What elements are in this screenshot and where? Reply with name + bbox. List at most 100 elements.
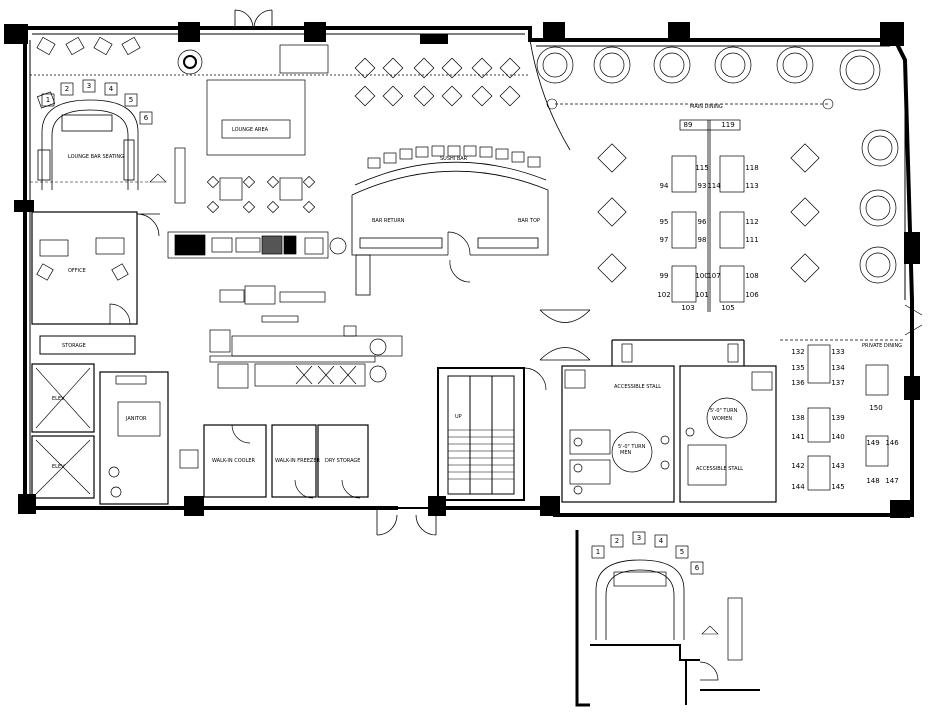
svg-text:4: 4 (109, 85, 114, 93)
svg-text:147: 147 (885, 477, 898, 485)
svg-text:2: 2 (65, 85, 69, 93)
svg-text:111: 111 (745, 236, 758, 244)
svg-text:93: 93 (698, 182, 707, 190)
lounge-chairs (36, 36, 203, 109)
structural-columns (4, 22, 920, 518)
svg-text:106: 106 (745, 291, 759, 299)
storage-label: STORAGE (62, 343, 86, 349)
accessible-stall-2: ACCESSIBLE STALL (696, 466, 743, 472)
lounge-bar-stools: 1 2 3 4 5 6 (41, 79, 153, 125)
svg-text:135: 135 (791, 364, 804, 372)
entry-door-bottom (376, 507, 437, 536)
svg-text:5: 5 (680, 548, 684, 556)
dry-storage-label: DRY STORAGE (325, 458, 360, 464)
detail-bar-stools: 1 2 3 4 5 6 (591, 531, 704, 575)
svg-text:1: 1 (596, 548, 600, 556)
detail-lounge-bar (575, 530, 760, 707)
svg-text:134: 134 (831, 364, 845, 372)
bar-dim-2: BAR TOP (518, 218, 540, 224)
svg-text:97: 97 (660, 236, 669, 244)
lounge-bar-label: LOUNGE BAR SEATING (68, 154, 124, 160)
svg-text:150: 150 (869, 404, 882, 412)
svg-text:99: 99 (660, 272, 669, 280)
table-number-top: 89 119 (684, 121, 735, 129)
svg-text:4: 4 (659, 537, 664, 545)
svg-text:89: 89 (684, 121, 693, 129)
svg-text:108: 108 (745, 272, 758, 280)
kitchen-doors (539, 309, 591, 361)
restrooms (561, 339, 777, 503)
svg-text:140: 140 (831, 433, 844, 441)
accessible-stall-1: ACCESSIBLE STALL (614, 384, 661, 390)
table-numbers-low: 99 100 107 108 102 101 106 103 105 (657, 272, 759, 312)
svg-text:3: 3 (87, 82, 91, 90)
svg-text:137: 137 (831, 379, 844, 387)
sushi-bar-stools (367, 145, 541, 169)
bar-dim-1: BAR RETURN (372, 218, 405, 224)
svg-text:138: 138 (791, 414, 804, 422)
svg-text:119: 119 (721, 121, 734, 129)
svg-text:141: 141 (791, 433, 804, 441)
table-numbers-a: 94 93 114 113 115 118 (660, 164, 759, 190)
svg-text:132: 132 (791, 348, 804, 356)
svg-text:2: 2 (615, 537, 619, 545)
stair-label: UP (455, 414, 462, 420)
lounge-tables-top (354, 57, 521, 107)
svg-text:105: 105 (721, 304, 734, 312)
svg-text:102: 102 (657, 291, 670, 299)
svg-text:6: 6 (695, 564, 700, 572)
main-dining-label: MAIN DINING (690, 104, 723, 110)
svg-text:113: 113 (745, 182, 758, 190)
svg-text:94: 94 (660, 182, 669, 190)
svg-text:101: 101 (695, 291, 708, 299)
svg-text:3: 3 (637, 534, 641, 542)
kitchen-equipment (167, 231, 403, 389)
svg-text:1: 1 (46, 96, 50, 104)
svg-text:149: 149 (866, 439, 879, 447)
svg-text:145: 145 (831, 483, 844, 491)
svg-text:100: 100 (695, 272, 708, 280)
sushi-bar (351, 161, 549, 296)
svg-text:143: 143 (831, 462, 844, 470)
women-label: WOMEN (712, 416, 732, 422)
svg-text:133: 133 (831, 348, 844, 356)
svg-text:98: 98 (698, 236, 707, 244)
walk-in-freezer-label: WALK-IN FREEZER (275, 458, 320, 464)
outer-walls (23, 26, 914, 517)
sushi-bar-label: SUSHI BAR (440, 156, 468, 162)
dining-tables-diamond (597, 143, 820, 283)
lounge-bar (37, 99, 139, 190)
private-dining (780, 304, 923, 491)
svg-text:103: 103 (681, 304, 694, 312)
svg-text:6: 6 (144, 114, 149, 122)
office-room (31, 211, 160, 325)
back-of-house (99, 371, 369, 505)
elevator-2-label: ELEV (52, 464, 65, 470)
men-label: MEN (620, 450, 631, 456)
svg-text:144: 144 (791, 483, 805, 491)
table-numbers-b: 95 96 112 97 98 111 (660, 218, 759, 244)
lounge-area-label: LOUNGE AREA (232, 127, 269, 133)
svg-text:95: 95 (660, 218, 669, 226)
lounge-tables-lower (174, 147, 316, 214)
svg-text:112: 112 (745, 218, 758, 226)
svg-text:115: 115 (695, 164, 708, 172)
svg-text:139: 139 (831, 414, 844, 422)
janitor-label: JANITOR (125, 416, 147, 422)
section-markers (149, 98, 834, 635)
lounge-area (30, 44, 530, 156)
office-label: OFFICE (68, 268, 86, 274)
turn-label-2: 5'-0" TURN (710, 408, 738, 414)
elevator-1-label: ELEV (52, 396, 65, 402)
svg-text:142: 142 (791, 462, 804, 470)
banquette-tables (671, 119, 745, 303)
svg-text:107: 107 (707, 272, 720, 280)
svg-text:5: 5 (129, 96, 133, 104)
private-dining-label: PRIVATE DINING (862, 343, 902, 349)
entry-door-top (234, 9, 273, 29)
elevators (31, 363, 95, 499)
round-booths (536, 46, 899, 284)
svg-text:148: 148 (866, 477, 879, 485)
walk-in-cooler-label: WALK-IN COOLER (212, 458, 256, 464)
